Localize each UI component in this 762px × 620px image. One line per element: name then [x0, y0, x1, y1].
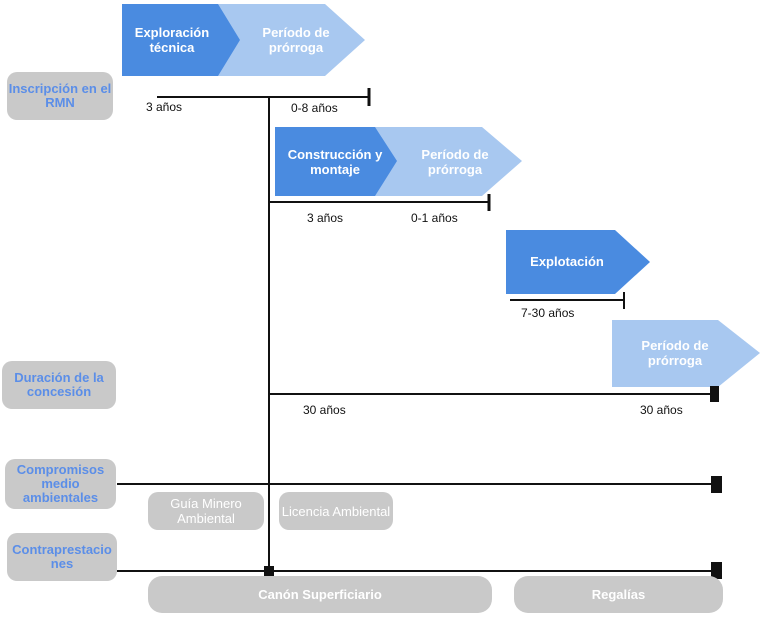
contraprestaciones-label: Contraprestaciones — [7, 533, 117, 581]
duration-construccion: 3 años — [307, 211, 344, 225]
canon-superficiario-pill: Canón Superficiario — [148, 576, 492, 613]
construccion-arrow — [275, 127, 420, 196]
duracion-label: Duración de la concesión — [2, 361, 116, 409]
timeline-junction — [264, 566, 274, 576]
explotacion-label: Explotación — [530, 253, 604, 269]
guia-minero-pill: Guía Minero Ambiental — [148, 492, 264, 530]
duration-exploracion: 3 años — [146, 100, 183, 114]
regalias-pill: Regalías — [514, 576, 723, 613]
exploracion-label: Exploración técnica — [134, 25, 210, 55]
prorroga-arrow-1 — [218, 4, 365, 76]
exploracion-arrow — [122, 4, 262, 76]
construccion-label: Construcción y montaje — [287, 147, 383, 177]
prorroga-1-label: Período de prórroga — [262, 25, 330, 55]
compromisos-label: Compromisos medio ambientales — [5, 459, 116, 509]
prorroga-2-label: Período de prórroga — [421, 147, 489, 177]
timeline-end-5 — [711, 476, 722, 493]
duration-concesion: 30 años — [303, 403, 346, 417]
prorroga-arrow-2 — [375, 127, 522, 196]
licencia-ambiental-pill: Licencia Ambiental — [279, 492, 393, 530]
duration-explotacion: 7-30 años — [521, 306, 575, 320]
timeline-end-6 — [711, 562, 722, 579]
prorroga-3-label: Período de prórroga — [641, 338, 709, 368]
explotacion-arrow — [506, 230, 650, 294]
timeline-end-4 — [710, 386, 719, 402]
duration-prorroga-1: 0-8 años — [291, 101, 338, 115]
duration-prorroga-2: 0-1 años — [411, 211, 458, 225]
prorroga-arrow-3 — [612, 320, 760, 387]
duration-prorroga-3: 30 años — [640, 403, 683, 417]
inscripcion-label: Inscripción en el RMN — [7, 72, 113, 120]
